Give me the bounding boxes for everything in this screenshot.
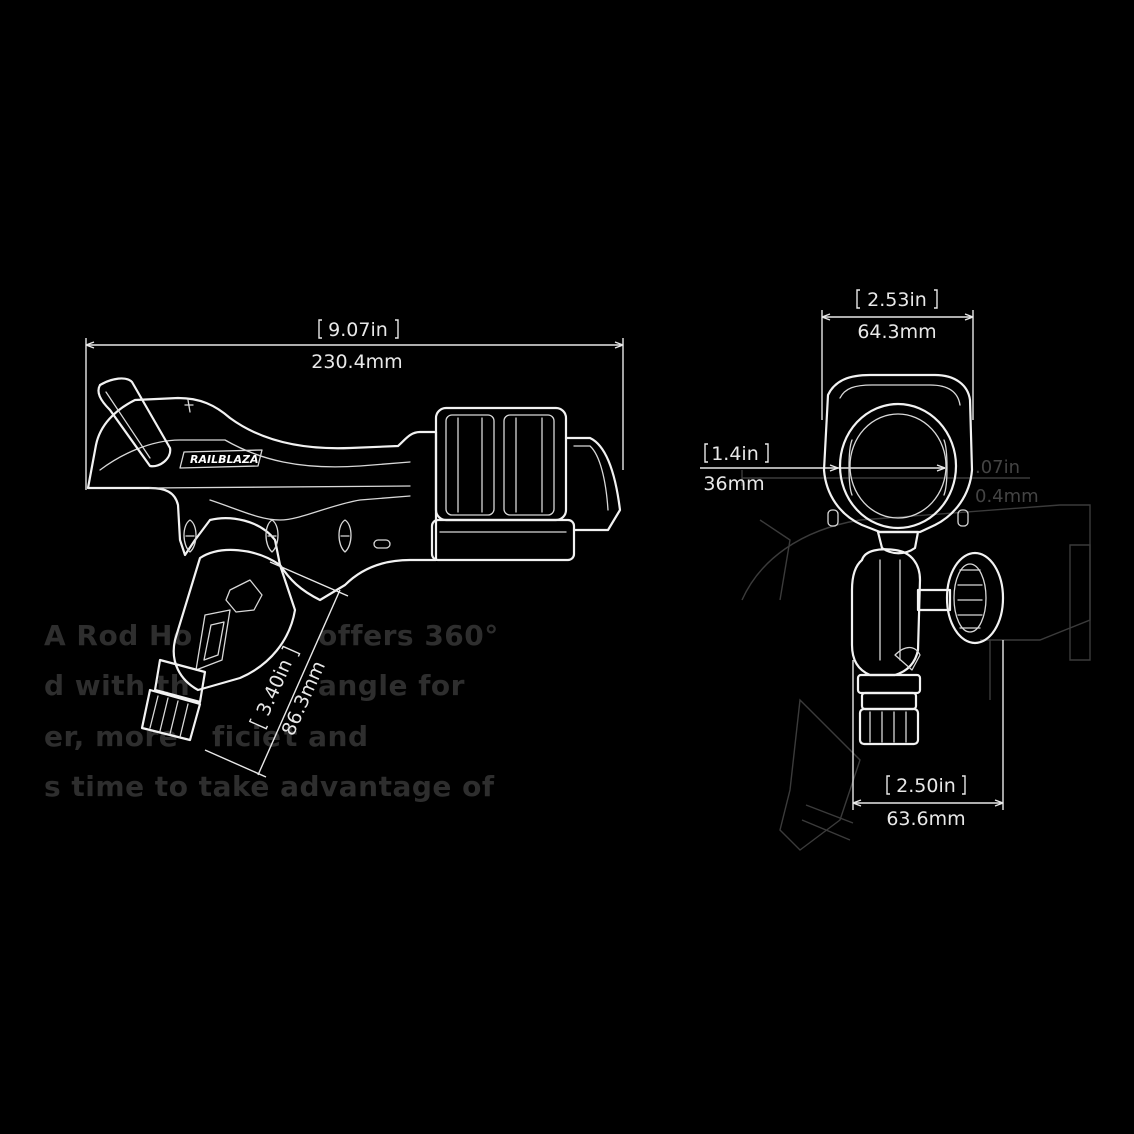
- side-view: 9.07in 230.4mm RAILBLAZA: [85, 319, 624, 778]
- end-view: 2.53in 64.3mm 1.4in 36mm: [700, 289, 1005, 830]
- lever: [97, 377, 172, 468]
- bg-text-line3b: ficie: [212, 720, 281, 753]
- end-view-base: [856, 673, 922, 746]
- adjust-knob: [916, 551, 1005, 645]
- swivel-mount: [140, 548, 297, 742]
- rear-clamp: [430, 406, 622, 562]
- bg-text-line3: er, more: [44, 720, 178, 753]
- bg-text-line1b: offers 360°: [318, 619, 499, 652]
- bg-text-line2b: angle for: [318, 669, 465, 702]
- background-text: A Rod Ho offers 360° d with th angle for…: [44, 619, 499, 803]
- tube-diameter-mm: 36mm: [703, 473, 764, 495]
- dim-top-width: 2.53in 64.3mm: [821, 289, 974, 420]
- dim-overall-length: 9.07in 230.4mm: [85, 319, 624, 490]
- top-width-inches: 2.53in: [867, 289, 927, 311]
- base-width-inches: 2.50in: [896, 775, 956, 797]
- overall-length-inches: 9.07in: [328, 319, 388, 341]
- base-width-mm: 63.6mm: [886, 808, 965, 830]
- body-bolts: [183, 519, 391, 553]
- rod-holder-body: [86, 396, 438, 602]
- ghost-dim-inches: .07in: [975, 457, 1020, 478]
- bg-text-line4: s time to take advantage of: [44, 770, 495, 803]
- ghost-side-view: .07in 0.4mm: [741, 457, 1091, 851]
- dim-tube-diameter: 1.4in 36mm: [700, 443, 946, 495]
- ghost-dim-mm: 0.4mm: [975, 486, 1039, 507]
- bg-text-line3c: t and: [284, 720, 369, 753]
- bg-text-line1: A Rod Ho: [44, 619, 193, 652]
- overall-length-mm: 230.4mm: [311, 351, 402, 373]
- logo-text: RAILBLAZA: [190, 453, 258, 466]
- tube-diameter-inches: 1.4in: [711, 443, 759, 465]
- dim-base-width: 2.50in 63.6mm: [852, 640, 1004, 830]
- bg-text-line2: d with th: [44, 669, 190, 702]
- top-width-mm: 64.3mm: [857, 321, 936, 343]
- end-view-head: [822, 373, 974, 534]
